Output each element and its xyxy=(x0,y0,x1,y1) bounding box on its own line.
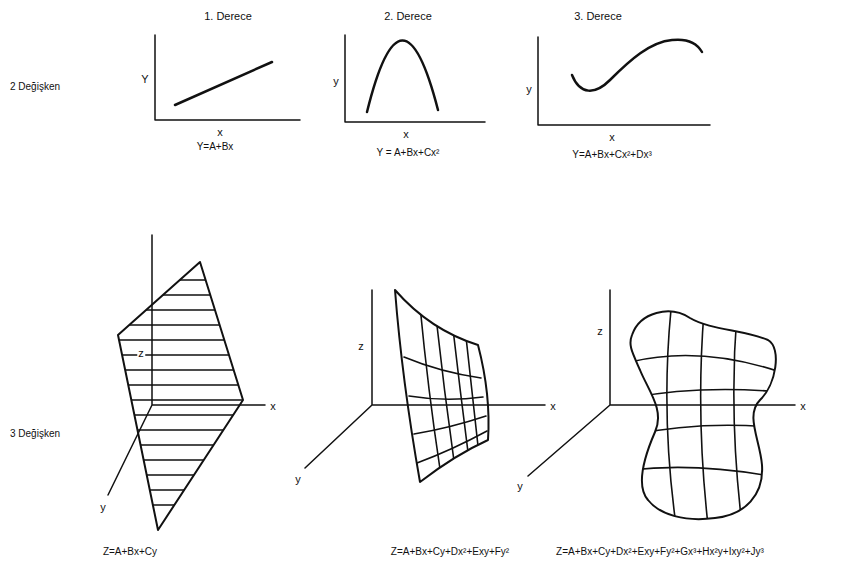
axis-label: z xyxy=(596,325,604,337)
axis-label-holder: y xyxy=(332,71,340,89)
axis-label: z xyxy=(137,347,145,359)
axis-label: Y xyxy=(140,73,149,85)
parabola-curve xyxy=(367,40,438,112)
column-heading-holder: 1. Derece xyxy=(204,6,252,24)
equation: Y=A+Bx+Cx²+Dx³ xyxy=(572,149,651,160)
cubic-surface xyxy=(630,300,780,525)
axis-label-holder: x xyxy=(549,396,557,414)
axis-label-holder: x xyxy=(216,122,224,140)
column-heading-holder: 3. Derece xyxy=(574,6,622,24)
axis-label-holder: y xyxy=(99,497,107,515)
axis-label: x xyxy=(269,400,277,412)
column-heading: 3. Derece xyxy=(574,10,622,22)
axes xyxy=(528,290,795,476)
axis-label: y xyxy=(525,83,533,95)
row-heading: 3 Değişken xyxy=(10,428,60,439)
saddle-surface xyxy=(395,290,489,482)
equation-holder: Z=A+Bx+Cy xyxy=(103,541,157,559)
axes xyxy=(155,35,300,120)
equation-holder: Z=A+Bx+Cy+Dx²+Exy+Fy²+Gx³+Hx²y+Ixy²+Jy³ xyxy=(556,541,764,559)
column-heading: 2. Derece xyxy=(384,10,432,22)
axis-label: x xyxy=(402,128,410,140)
axis-label-holder: Y xyxy=(140,69,149,87)
axis-label-holder: x xyxy=(269,396,277,414)
axis-label: x xyxy=(799,400,807,412)
equation-holder: Z=A+Bx+Cy+Dx²+Exy+Fy² xyxy=(391,541,509,559)
axis-label: x xyxy=(549,400,557,412)
axis-label-holder: x xyxy=(608,127,616,145)
axis-label-holder: y xyxy=(294,469,302,487)
linear-line xyxy=(175,62,272,105)
row-heading-holder: 3 Değişken xyxy=(10,423,60,441)
row-heading: 2 Değişken xyxy=(10,81,60,92)
axes xyxy=(345,35,485,122)
equation: Z=A+Bx+Cy+Dx²+Exy+Fy²+Gx³+Hx²y+Ixy²+Jy³ xyxy=(556,546,764,557)
axis-label-holder: x xyxy=(402,124,410,142)
axis-label-holder: y xyxy=(516,476,524,494)
axis-label: y xyxy=(332,75,340,87)
axis-label-holder: z xyxy=(137,343,145,361)
plane-surface xyxy=(100,262,260,530)
axis-label: y xyxy=(294,473,302,485)
axis-label-holder: z xyxy=(357,336,365,354)
cubic-curve xyxy=(572,40,702,91)
axes xyxy=(538,37,710,125)
equation-holder: Y=A+Bx xyxy=(197,136,234,154)
axis-label-holder: z xyxy=(596,321,604,339)
equation: Y=A+Bx xyxy=(197,141,234,152)
axis-label: y xyxy=(99,501,107,513)
equation-holder: Y = A+Bx+Cx² xyxy=(377,142,440,160)
axis-label-holder: y xyxy=(525,79,533,97)
axis-label: x xyxy=(216,126,224,138)
equation: Z=A+Bx+Cy xyxy=(103,546,157,557)
column-heading-holder: 2. Derece xyxy=(384,6,432,24)
equation: Z=A+Bx+Cy+Dx²+Exy+Fy² xyxy=(391,546,509,557)
axis-label: z xyxy=(357,340,365,352)
equation-holder: Y=A+Bx+Cx²+Dx³ xyxy=(572,144,651,162)
equation: Y = A+Bx+Cx² xyxy=(377,147,440,158)
axis-label: y xyxy=(516,480,524,492)
axis-label-holder: x xyxy=(799,396,807,414)
column-heading: 1. Derece xyxy=(204,10,252,22)
axis-label: x xyxy=(608,131,616,143)
row-heading-holder: 2 Değişken xyxy=(10,76,60,94)
